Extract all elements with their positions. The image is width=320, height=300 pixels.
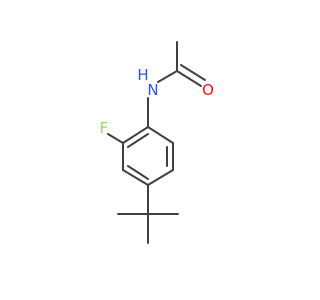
ring-double-bond-1	[127, 133, 149, 148]
nitrogen-label: N	[147, 81, 158, 99]
bond-carbonyl-nitrogen	[157, 70, 178, 83]
oxygen-label: O	[202, 81, 214, 99]
ring-double-bond-2	[127, 165, 149, 180]
ring-bond-1	[122, 126, 149, 144]
ring-bond-6	[147, 126, 174, 144]
bond-ring-fluorine	[107, 133, 124, 144]
molecule-drawing: H N O F	[100, 41, 214, 244]
ring-bond-3	[122, 169, 149, 186]
bond-carbonyl-oxygen-1	[176, 70, 202, 87]
bond-carbonyl-oxygen-2	[180, 64, 206, 81]
hydrogen-label: H	[137, 66, 148, 84]
fluorine-label: F	[100, 119, 109, 137]
ring-bond-4	[147, 169, 174, 186]
structure-canvas: H N O F	[99, 41, 214, 244]
